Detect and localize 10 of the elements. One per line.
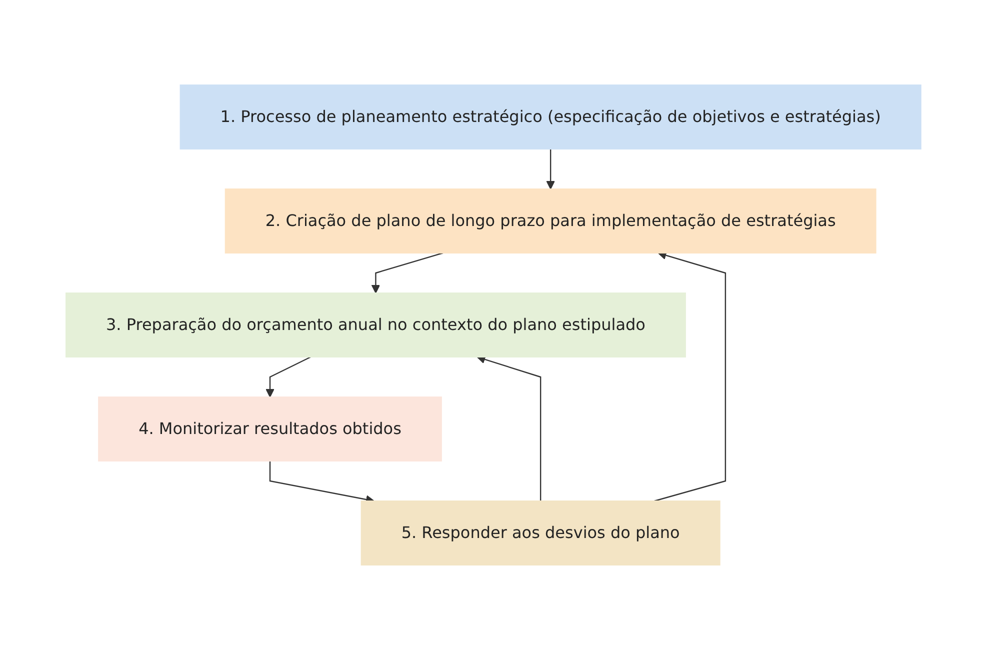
arrow [266,356,311,398]
node-box: 3. Preparação do orçamento anual no contexto do plano estipulado [66,292,686,358]
arrow [654,251,726,502]
arrow [371,252,444,294]
node-box: 2. Criação de plano de longo prazo para implementação de estratégias [224,188,876,254]
arrow [476,355,542,501]
node-box: 1. Processo de planeamento estratégico (especificação de objetivos e estratégias) [180,84,922,150]
node-box: 5. Responder aos desvios do plano [360,500,720,566]
arrow [546,149,556,190]
node-box: 4. Monitorizar resultados obtidos [98,396,442,462]
